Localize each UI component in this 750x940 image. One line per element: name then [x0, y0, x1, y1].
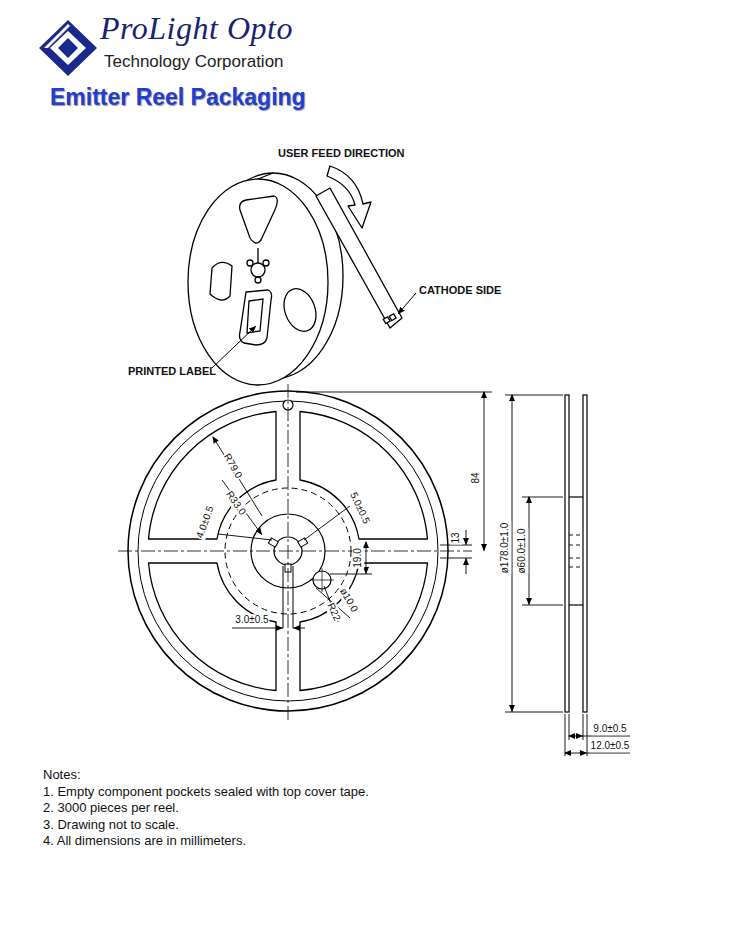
- company-name: ProLight Opto: [100, 10, 293, 47]
- dimension-label: 84: [470, 471, 482, 484]
- page-title: Emitter Reel Packaging: [50, 84, 306, 110]
- dimension-label: 3.0±0.5: [234, 614, 269, 626]
- callout-text: USER FEED DIRECTION: [278, 147, 405, 160]
- callout-text: PRINTED LABEL: [128, 365, 216, 378]
- dimension-label: 13: [450, 531, 462, 544]
- dimension-label: ø178.0±1.0: [499, 522, 511, 575]
- reel-front-view: [118, 384, 472, 722]
- reel-perspective: [188, 166, 402, 385]
- dimension-label: 9.0±0.5: [592, 723, 627, 735]
- note-text: 2. 3000 pieces per reel.: [43, 801, 179, 816]
- callout-text: CATHODE SIDE: [419, 284, 501, 297]
- dimension-label: 19.0: [352, 547, 364, 568]
- note-text: 3. Drawing not to scale.: [43, 818, 179, 833]
- dimension-lines: [213, 392, 492, 628]
- note-text: 4. All dimensions are in millimeters.: [43, 834, 246, 849]
- company-subtitle: Technology Corporation: [104, 52, 284, 72]
- company-logo: [39, 20, 97, 76]
- reel-side-view: [565, 395, 587, 712]
- side-dimension-lines: [505, 395, 630, 756]
- note-heading: Notes:: [43, 768, 81, 783]
- dimension-label: ø60.0±1.0: [516, 528, 528, 575]
- note-text: 1. Empty component pockets sealed with t…: [43, 785, 369, 800]
- dimension-label: 12.0±0.5: [590, 740, 631, 752]
